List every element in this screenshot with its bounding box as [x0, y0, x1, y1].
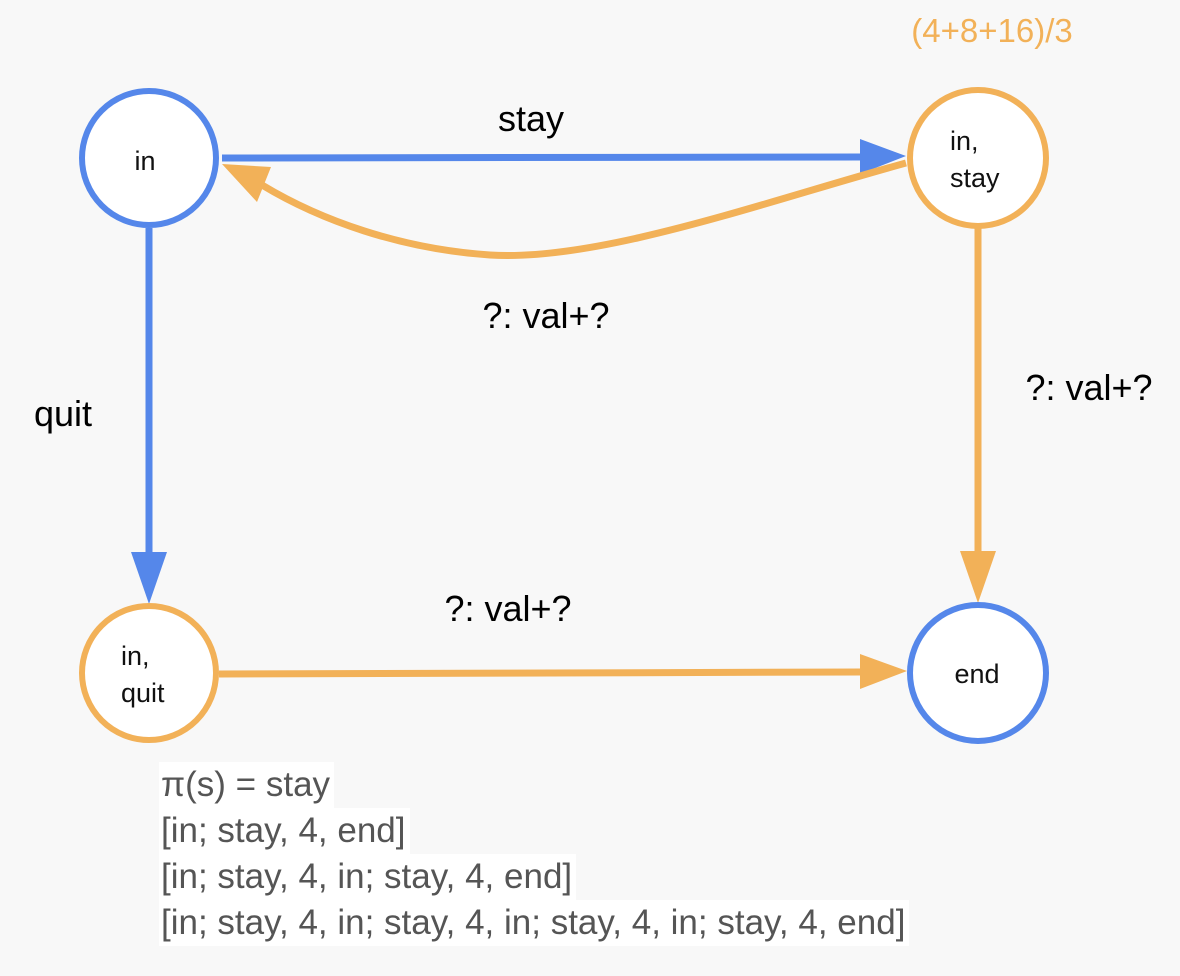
trajectory-3: [in; stay, 4, in; stay, 4, in; stay, 4, …: [159, 900, 910, 946]
value-annotation: (4+8+16)/3: [911, 12, 1072, 49]
node-in-quit: in, quit: [79, 603, 219, 743]
node-in-quit-label-line1: in,: [121, 641, 150, 671]
trajectory-1: [in; stay, 4, end]: [159, 808, 410, 854]
node-end-label: end: [954, 659, 999, 689]
edge-stay-line: [221, 153, 863, 162]
node-in-stay: in, stay: [907, 87, 1049, 229]
node-in-circle: [79, 88, 219, 228]
edge-quit-label: quit: [34, 393, 92, 434]
node-in-stay-label-line1: in,: [950, 126, 979, 156]
edge-stay-label: stay: [498, 98, 564, 139]
node-in-quit-circle: [79, 603, 219, 743]
node-end: end: [907, 602, 1049, 744]
edge-quit: [131, 228, 167, 604]
edge-stay-end-arrowhead: [960, 551, 996, 603]
node-in-stay-circle: [907, 87, 1049, 229]
edge-quit-end-line: [218, 668, 863, 678]
node-in-quit-label-line2: quit: [121, 678, 165, 708]
edge-stay-end-label: ?: val+?: [1025, 367, 1152, 408]
edge-quit-end-label: ?: val+?: [444, 588, 571, 629]
edge-stay-back: [222, 159, 907, 260]
edge-stay-back-label: ?: val+?: [482, 295, 609, 336]
edge-quit-end-arrowhead: [860, 654, 907, 689]
node-end-circle: [907, 602, 1049, 744]
edge-stay: [221, 139, 906, 174]
edge-quit-arrowhead: [131, 552, 167, 604]
node-in-label: in: [134, 146, 155, 176]
edge-stay-arrowhead: [860, 139, 906, 174]
edge-stay-back-curve: [260, 159, 907, 260]
node-in: in: [79, 88, 219, 228]
trajectory-list: π(s) = stay [in; stay, 4, end] [in; stay…: [159, 762, 910, 946]
trajectory-2: [in; stay, 4, in; stay, 4, end]: [159, 854, 577, 900]
policy-label: π(s) = stay: [159, 762, 335, 808]
node-in-stay-label-line2: stay: [950, 163, 1000, 193]
edge-quit-end: [218, 654, 907, 689]
edge-stay-back-arrowhead: [222, 164, 271, 202]
edge-stay-end: [960, 228, 996, 603]
